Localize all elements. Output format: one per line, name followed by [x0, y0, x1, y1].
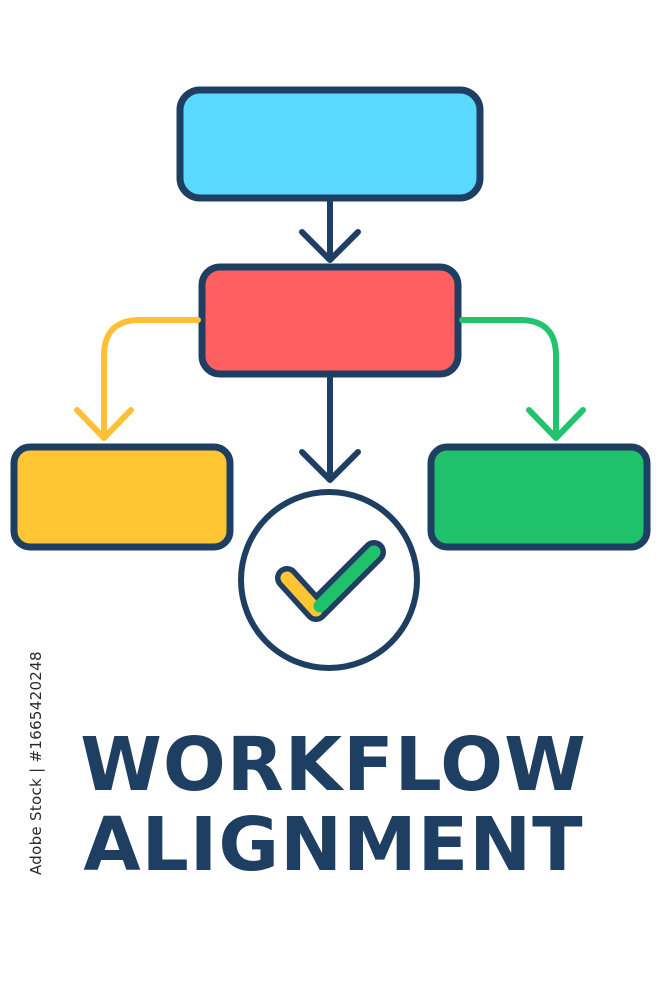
completion-circle: [238, 489, 420, 671]
arrow-middle-to-left: [74, 317, 201, 441]
checkmark-icon: [275, 540, 386, 622]
arrow-top-to-middle: [299, 197, 361, 263]
title-line-2: ALIGNMENT: [83, 802, 584, 888]
title-line-1: WORKFLOW: [80, 722, 587, 808]
right-process-box: [427, 443, 651, 551]
arrow-middle-to-right: [459, 317, 586, 441]
left-process-box: [10, 443, 234, 551]
middle-process-box: [198, 263, 462, 378]
top-process-box: [176, 86, 484, 202]
arrow-middle-to-check: [299, 375, 361, 483]
stock-image-id: Adobe Stock | #1665420248: [27, 651, 45, 875]
